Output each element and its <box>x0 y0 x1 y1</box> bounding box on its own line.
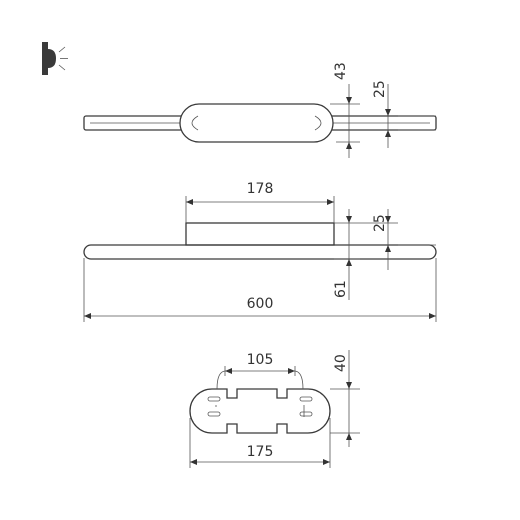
dim-front-body-width: 178 <box>185 181 335 223</box>
wall-light-icon <box>42 42 68 75</box>
dim-label-25-top: 25 <box>372 80 388 98</box>
dim-label-61: 61 <box>333 280 349 298</box>
dim-mount-width: 175 <box>189 418 331 468</box>
dim-mount-hole-spacing: 105 <box>224 352 296 376</box>
dim-top-height-total: 43 <box>330 62 360 158</box>
dim-label-600: 600 <box>247 296 274 312</box>
top-view-body <box>179 103 334 143</box>
dim-mount-height: 40 <box>330 350 360 447</box>
mount-plate-view: 105 40 175 <box>189 350 360 468</box>
front-view-body <box>185 222 335 246</box>
dim-front-total-length: 600 <box>83 258 437 322</box>
dim-label-178: 178 <box>247 181 274 197</box>
dim-label-43: 43 <box>333 62 349 80</box>
front-view: 178 25 61 600 <box>83 181 437 322</box>
dim-label-175: 175 <box>247 444 274 460</box>
dim-label-40: 40 <box>333 354 349 372</box>
dim-label-25-front: 25 <box>372 214 388 232</box>
front-view-bar <box>83 244 437 260</box>
dim-front-depth: 61 <box>333 209 360 300</box>
dim-front-body-height: 25 <box>334 209 436 270</box>
dim-label-105: 105 <box>247 352 274 368</box>
mount-plate-outline <box>189 388 331 434</box>
top-view: 43 25 <box>83 62 437 158</box>
dim-top-height-bar: 25 <box>372 80 436 148</box>
